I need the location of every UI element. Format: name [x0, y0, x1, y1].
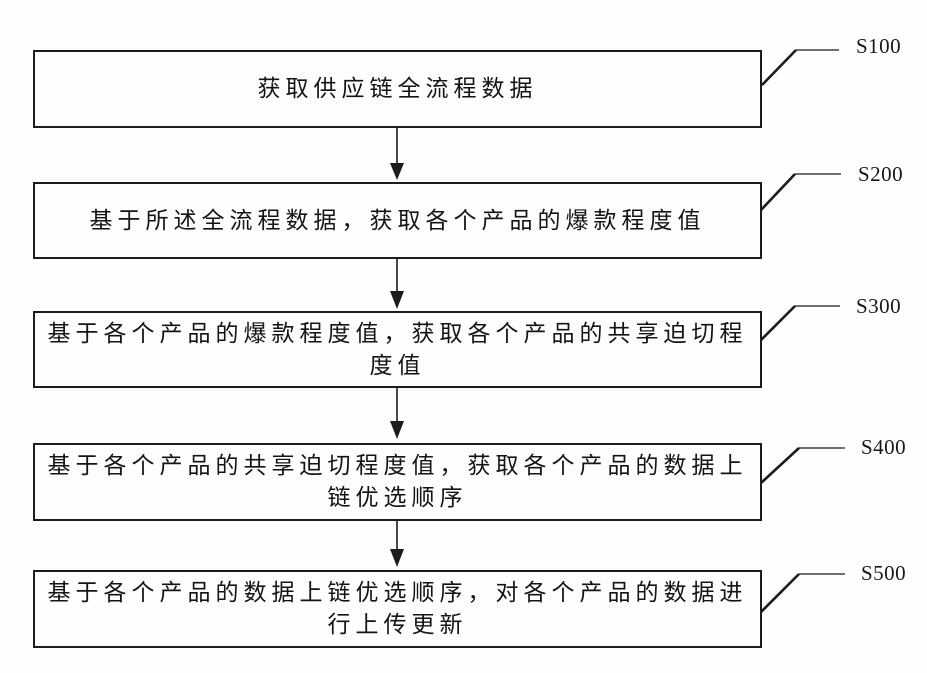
- leader-line-s400: [760, 447, 845, 484]
- flow-arrow-2-3: [390, 259, 404, 309]
- flow-step-text: 基于各个产品的爆款程度值，获取各个产品的共享迫切程: [47, 320, 748, 346]
- leader-line-s300: [758, 305, 840, 343]
- step-label-s300: S300: [856, 294, 902, 318]
- flow-step-box-s300: 基于各个产品的爆款程度值，获取各个产品的共享迫切程 度值: [33, 311, 762, 388]
- flow-step-text: 度值: [369, 352, 426, 378]
- flow-step-text: 获取供应链全流程数据: [257, 76, 538, 101]
- flow-step-text: 基于各个产品的共享迫切程度值，获取各个产品的数据上: [47, 453, 748, 478]
- flow-step-box-s200: 基于所述全流程数据，获取各个产品的爆款程度值: [33, 182, 762, 259]
- flow-step-box-s100: 获取供应链全流程数据: [33, 50, 762, 128]
- flow-arrow-1-2: [390, 128, 404, 180]
- flow-step-box-s500: 基于各个产品的数据上链优选顺序，对各个产品的数据进 行上传更新: [33, 570, 762, 648]
- flow-step-text: 链优选顺序: [327, 485, 468, 510]
- flow-step-text: 基于各个产品的数据上链优选顺序，对各个产品的数据进: [47, 580, 748, 605]
- step-label-s500: S500: [861, 561, 907, 585]
- step-label-s100: S100: [856, 34, 902, 58]
- leader-line-s200: [760, 173, 841, 211]
- leader-line-s500: [760, 573, 845, 613]
- flow-step-text: 基于所述全流程数据，获取各个产品的爆款程度值: [89, 207, 706, 233]
- leader-line-s100: [761, 49, 839, 86]
- flow-step-box-s400: 基于各个产品的共享迫切程度值，获取各个产品的数据上 链优选顺序: [33, 443, 762, 521]
- flow-arrow-3-4: [390, 388, 404, 439]
- step-label-s400: S400: [861, 435, 907, 459]
- flow-arrow-4-5: [390, 521, 404, 567]
- flow-step-text: 行上传更新: [327, 612, 468, 637]
- step-label-s200: S200: [858, 162, 904, 186]
